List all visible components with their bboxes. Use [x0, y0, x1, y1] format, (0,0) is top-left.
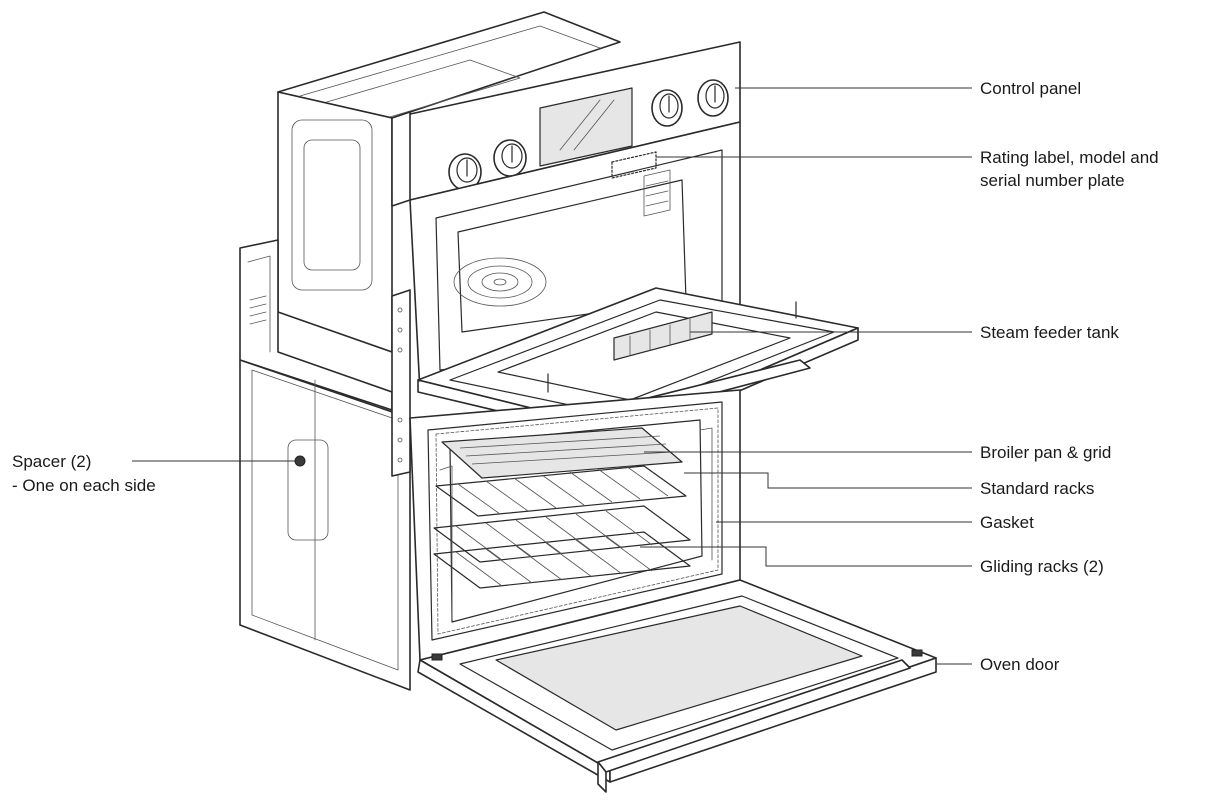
lower-oven-cavity [409, 389, 741, 661]
label-spacer-line1: Spacer (2) [12, 452, 91, 471]
knob-icon [697, 79, 729, 117]
label-gasket: Gasket [980, 513, 1034, 532]
part-labels: Control panel Rating label, model and se… [12, 79, 1159, 674]
label-broiler-pan: Broiler pan & grid [980, 443, 1111, 462]
label-rating-line1: Rating label, model and [980, 148, 1159, 167]
label-steam-feeder-tank: Steam feeder tank [980, 323, 1119, 342]
callout-lines [132, 87, 972, 665]
oven-body [239, 11, 621, 691]
leader-standard-racks [684, 472, 972, 489]
label-standard-racks: Standard racks [980, 479, 1094, 498]
oven-door [417, 579, 937, 793]
label-gliding-racks: Gliding racks (2) [980, 557, 1104, 576]
label-oven-door: Oven door [980, 655, 1060, 674]
knob-icon [493, 139, 527, 177]
label-spacer-line2: - One on each side [12, 476, 156, 495]
leader-gliding-racks [640, 546, 972, 567]
label-control-panel: Control panel [980, 79, 1081, 98]
control-panel [391, 41, 741, 207]
knob-icon [651, 89, 683, 127]
label-rating-line2: serial number plate [980, 171, 1125, 190]
